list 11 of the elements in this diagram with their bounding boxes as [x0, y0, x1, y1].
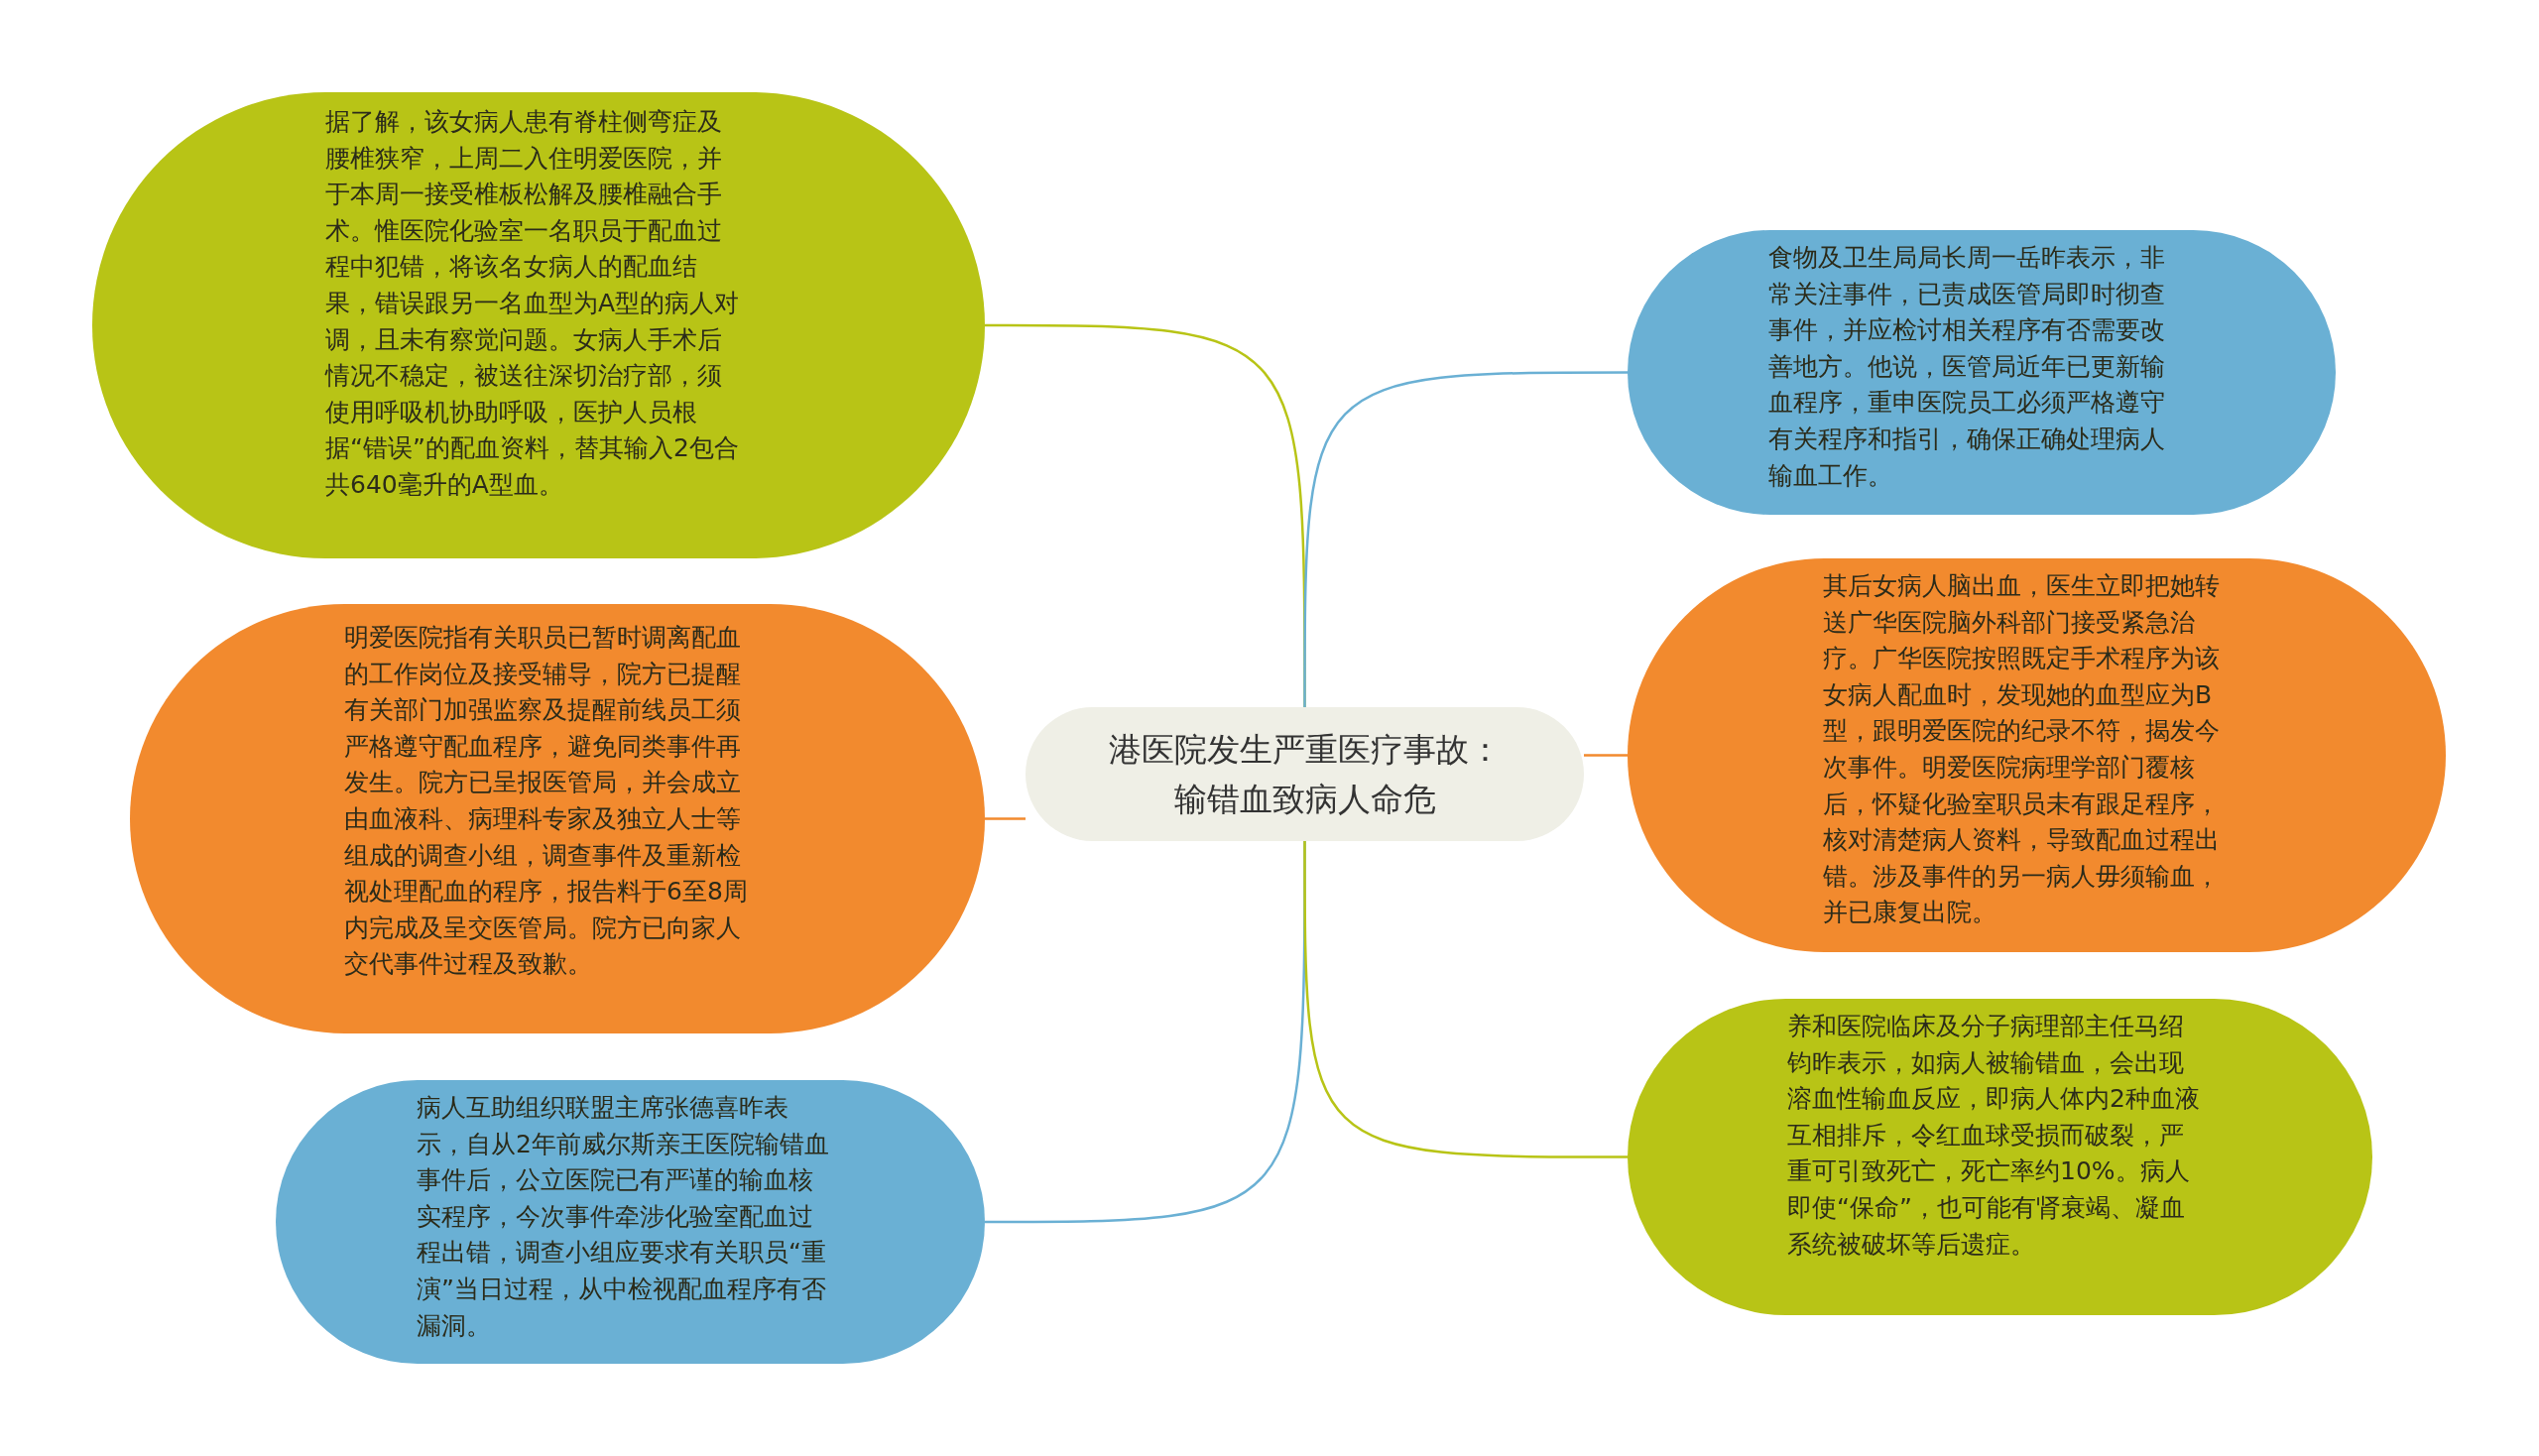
paragraph: 据了解，该女病人患有脊柱侧弯症及腰椎狭窄，上周二入住明爱医院，并于本周一接受椎板松解及腰椎融合手术。惟医院化验室一名职员于配血过程中犯错，将该名女病人的配血结果，错误跟另一名血型为A型的病人对调，且未有察觉问题。女病人手术后情况不稳定，被送往深切治疗部，须使用呼吸机协助呼吸，医护人员根据“错误”的配血资料，替其输入2包合共640毫升的A型血。 — [325, 106, 741, 501]
connector-line — [985, 817, 1026, 820]
topic-title: 港医院发生严重医疗事故：输错血致病人命危 — [1107, 729, 1503, 820]
paragraph: 食物及卫生局局长周一岳昨表示，非常关注事件，已责成医管局即时彻查事件，并应检讨相关程序有否需要改善地方。他说，医管局近年已更新输血程序，重申医院员工必须严格遵守有关程序和指引，确保正确处理病人输血工作。 — [1768, 242, 2166, 492]
connector-line — [1584, 754, 1628, 757]
paragraph: 明爱医院指有关职员已暂时调离配血的工作岗位及接受辅导，院方已提醒有关部门加强监察及提醒前线员工须严格遵守配血程序，避免同类事件再发生。院方已呈报医管局，并会成立由血液科、病理科专家及独立人士等组成的调查小组，调查事件及重新检视处理配血的程序，报告料于6至8周内完成及呈交医管局。院方已向家人交代事件过程及致歉。 — [344, 622, 749, 981]
paragraph: 其后女病人脑出血，医生立即把她转送广华医院脑外科部门接受紧急治疗。广华医院按照既定手术程序为该女病人配血时，发现她的血型应为B型，跟明爱医院的纪录不符，揭发今次事件。明爱医院病理学部门覆核后，怀疑化验室职员未有跟足程序，核对清楚病人资料，导致配血过程出错。涉及事件的另一病人毋须输血，并已康复出院。 — [1823, 570, 2221, 929]
paragraph: 病人互助组织联盟主席张德喜昨表示，自从2年前威尔斯亲王医院输错血事件后，公立医院已有严谨的输血核实程序，今次事件牵涉化验室配血过程出错，调查小组应要求有关职员“重演”当日过程，从中检视配血程序有否漏洞。 — [417, 1092, 830, 1342]
connector-line — [1303, 841, 1628, 1158]
paragraph: 养和医院临床及分子病理部主任马绍钧昨表示，如病人被输错血，会出现溶血性输血反应，即病人体内2种血液互相排斥，令红血球受损而破裂，严重可引致死亡，死亡率约10%。病人即使“保命”，也可能有肾衰竭、凝血系统被破坏等后遗症。 — [1787, 1011, 2201, 1261]
connector-line — [1303, 371, 1628, 707]
